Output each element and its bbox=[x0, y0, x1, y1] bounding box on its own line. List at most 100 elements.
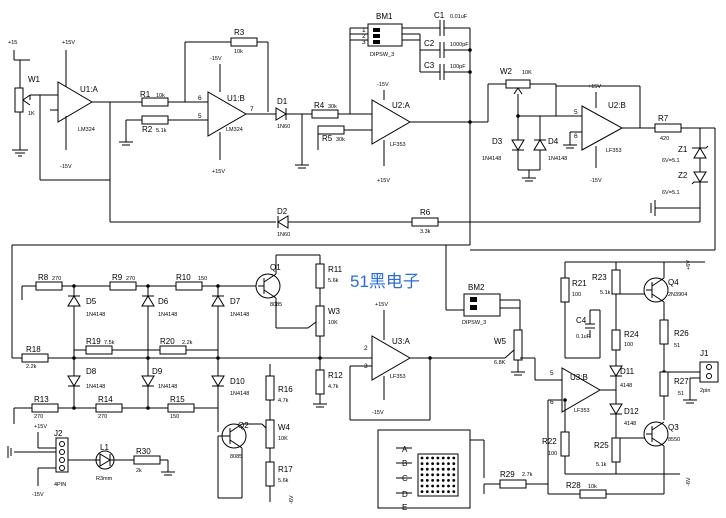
r28-label: R28 bbox=[566, 481, 581, 490]
matrix-dot bbox=[447, 484, 450, 488]
r23-value: 5.1k bbox=[600, 290, 611, 296]
z2-label: Z2 bbox=[678, 171, 688, 180]
r4-value: 30k bbox=[328, 104, 337, 110]
d1-label: D1 bbox=[277, 97, 288, 106]
diode-d4 bbox=[533, 139, 547, 151]
bm1-pin3: 3 bbox=[362, 39, 366, 46]
q3-label: Q3 bbox=[668, 423, 679, 432]
resistor-r2 bbox=[141, 115, 169, 125]
w4-supply-label: -6V bbox=[289, 495, 295, 504]
r12-label: R12 bbox=[328, 371, 343, 380]
op-amp-u2a bbox=[371, 99, 411, 145]
resistor-r1 bbox=[141, 97, 169, 107]
matrix-dot bbox=[436, 467, 440, 471]
matrix-dot bbox=[452, 467, 456, 471]
potentiometer-w3 bbox=[315, 305, 325, 337]
r1-label: R1 bbox=[140, 90, 151, 99]
resistor-r3 bbox=[230, 37, 258, 47]
output-stage: R21 100 C4 0.1uF R23 5.1k R24 100 Q4 2N3… bbox=[483, 260, 719, 499]
w1-label: W1 bbox=[28, 75, 41, 84]
zener-z1 bbox=[693, 147, 707, 159]
u2a-vminus-label: -15V bbox=[377, 82, 389, 88]
u1a-vplus-label: +15V bbox=[62, 40, 75, 46]
r13-value: 270 bbox=[34, 414, 43, 420]
resistor-r22 bbox=[560, 431, 570, 457]
matrix-dot bbox=[452, 456, 456, 460]
w3-value: 10K bbox=[328, 320, 338, 326]
diode-d9: D9 1N4148 bbox=[141, 358, 177, 408]
r26-label: R26 bbox=[674, 329, 689, 338]
d12-label: D12 bbox=[624, 407, 639, 416]
u2a-label: U2:A bbox=[392, 101, 410, 110]
r9-value: 270 bbox=[126, 276, 135, 282]
r13-label: R13 bbox=[34, 395, 49, 404]
matrix-dot bbox=[425, 456, 429, 460]
d11-label: D11 bbox=[620, 367, 635, 376]
u2a-part: LF353 bbox=[390, 142, 406, 148]
q3-value: 8550 bbox=[668, 437, 680, 443]
l1-label: L1 bbox=[100, 443, 109, 452]
matrix-dot bbox=[425, 462, 429, 465]
switch-e: E bbox=[402, 503, 407, 512]
r26-value: 51 bbox=[674, 343, 680, 349]
c4-value: 0.1uF bbox=[576, 334, 591, 340]
transistor-q4 bbox=[643, 277, 669, 303]
matrix-dot bbox=[436, 479, 440, 482]
resistor-r13 bbox=[31, 403, 59, 413]
resistor-r9 bbox=[109, 281, 137, 291]
r11-value: 5.6k bbox=[328, 278, 339, 284]
u3a-stage: +15V U3:A LF353 2 3 -15V bbox=[349, 302, 505, 421]
d4-value: 1N4148 bbox=[548, 156, 567, 162]
resistor-r7 bbox=[654, 123, 682, 133]
diode-d12 bbox=[609, 403, 623, 415]
resistor-r21 bbox=[560, 277, 570, 303]
u2b-part: LF353 bbox=[606, 148, 622, 154]
d12-value: 4148 bbox=[624, 421, 636, 427]
matrix-dot bbox=[436, 462, 440, 465]
w4-value: 10K bbox=[278, 436, 288, 442]
j2-vminus-label: -15V bbox=[32, 492, 44, 498]
input-stage: +15 W1 1K +15V U1:A LM324 -15V R1 10k bbox=[8, 28, 372, 181]
r15-value: 150 bbox=[170, 414, 179, 420]
connector-j1 bbox=[699, 361, 719, 383]
u2b-label: U2:B bbox=[608, 101, 626, 110]
j2-vplus-label: +15V bbox=[34, 424, 47, 430]
u1a-label: U1:A bbox=[80, 85, 98, 94]
r19-label: R19 bbox=[86, 337, 101, 346]
matrix-dot bbox=[425, 467, 429, 471]
w1-value: 1K bbox=[28, 111, 35, 117]
matrix-dot bbox=[425, 484, 429, 488]
matrix-dot bbox=[436, 484, 440, 488]
watermark-text: 51黑电子 bbox=[350, 272, 420, 291]
r6-label: R6 bbox=[420, 208, 431, 217]
resistor-r16 bbox=[265, 375, 275, 401]
matrix-dot bbox=[436, 473, 440, 477]
op-amp-u2b bbox=[581, 105, 624, 151]
diode-d2 bbox=[277, 215, 289, 229]
r14-label: R14 bbox=[98, 395, 113, 404]
r21-label: R21 bbox=[572, 279, 587, 288]
switch-d: D bbox=[402, 490, 408, 499]
u3b-pin5: 5 bbox=[550, 370, 554, 377]
u3b-pin6: 6 bbox=[550, 399, 554, 406]
r5-value: 30k bbox=[336, 137, 345, 143]
diode-d8: D8 1N4148 bbox=[67, 358, 105, 408]
resistor-r18 bbox=[21, 353, 49, 363]
d2-label: D2 bbox=[277, 207, 288, 216]
u3a-part: LF353 bbox=[390, 374, 406, 380]
matrix-dot bbox=[441, 479, 445, 482]
q2-label: Q2 bbox=[238, 421, 249, 430]
matrix-dot bbox=[452, 462, 456, 465]
u3a-pin2: 2 bbox=[364, 345, 368, 352]
matrix-dot bbox=[436, 456, 440, 460]
d10-value: 1N4148 bbox=[230, 391, 249, 397]
u2b-pin6: 6 bbox=[574, 133, 578, 140]
d2-value: 1N60 bbox=[277, 232, 290, 238]
r20-value: 2.2k bbox=[182, 340, 193, 346]
d9-value: 1N4148 bbox=[158, 384, 177, 390]
r3-label: R3 bbox=[234, 28, 245, 37]
matrix-dot bbox=[420, 490, 424, 493]
matrix-dot bbox=[436, 490, 440, 493]
d3-value: 1N4148 bbox=[482, 156, 501, 162]
